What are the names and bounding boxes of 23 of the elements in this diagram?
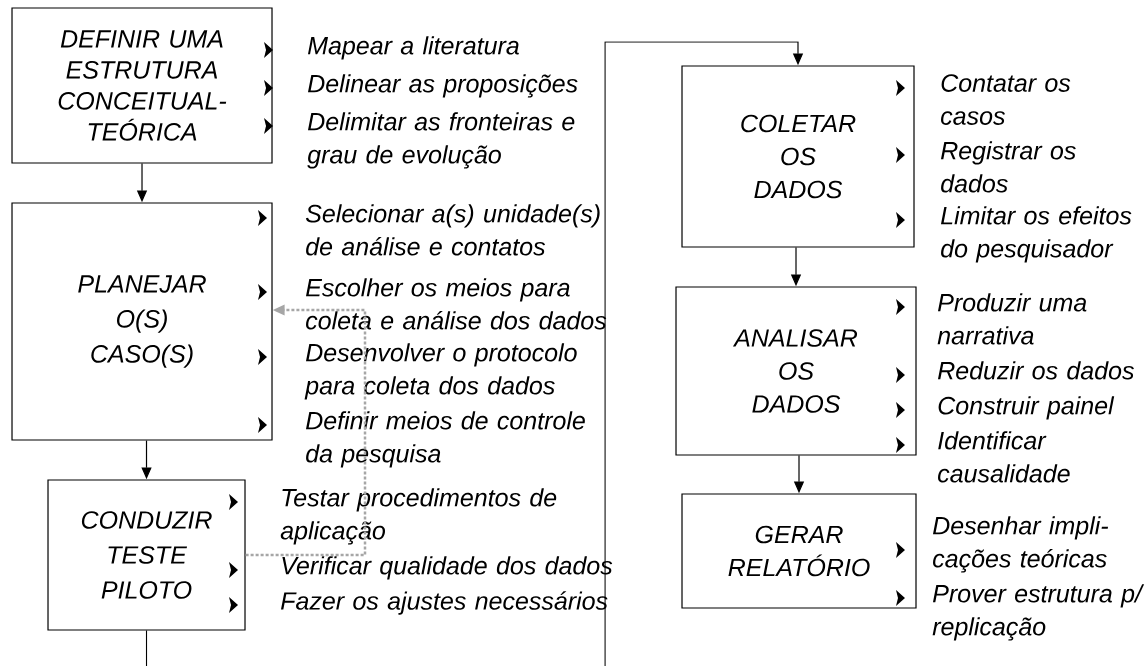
list-item: Delimitar as fronteiras e grau de evolução bbox=[307, 112, 575, 169]
list-item: Delinear as proposições bbox=[308, 74, 578, 98]
list-item: Limitar os efeitos do pesquisador bbox=[940, 206, 1132, 263]
list-item: Definir meios de controle da pesquisa bbox=[306, 411, 585, 468]
list-item: Reduzir os dados bbox=[937, 361, 1134, 380]
list-item: Construir painel bbox=[938, 396, 1115, 420]
list-item: Selecionar a(s) unidade(s) de análise e contatos bbox=[305, 204, 600, 256]
process-box: DEFINIR UMA ESTRUTURA CONCEITUAL-TEÓRICA bbox=[11, 7, 273, 164]
list-item: Desenhar impli- cações teóricas bbox=[932, 516, 1109, 573]
list-item: Testar procedimentos de aplicação bbox=[280, 488, 557, 545]
list-item: Identificar causalidade bbox=[938, 431, 1070, 483]
process-box: GERAR RELATÓRIO bbox=[681, 493, 917, 609]
process-box: ANALISAR OS DADOS bbox=[675, 286, 917, 456]
list-item: Contatar os casos bbox=[941, 74, 1071, 125]
list-item: Mapear a literatura bbox=[308, 36, 519, 60]
process-box: CONDUZIR TESTE PILOTO bbox=[47, 479, 246, 631]
list-item: Produzir uma narrativa bbox=[937, 293, 1087, 345]
list-item: Registrar os dados bbox=[940, 141, 1076, 193]
arrow bbox=[604, 41, 804, 666]
process-box: COLETAR OS DADOS bbox=[681, 65, 915, 248]
list-item: Prover estrutura p/ replicação bbox=[932, 584, 1145, 641]
list-item: Desenvolver o protocolo para coleta dos dados bbox=[304, 343, 577, 400]
process-box: PLANEJAR O(S) CASO(S) bbox=[11, 202, 273, 441]
